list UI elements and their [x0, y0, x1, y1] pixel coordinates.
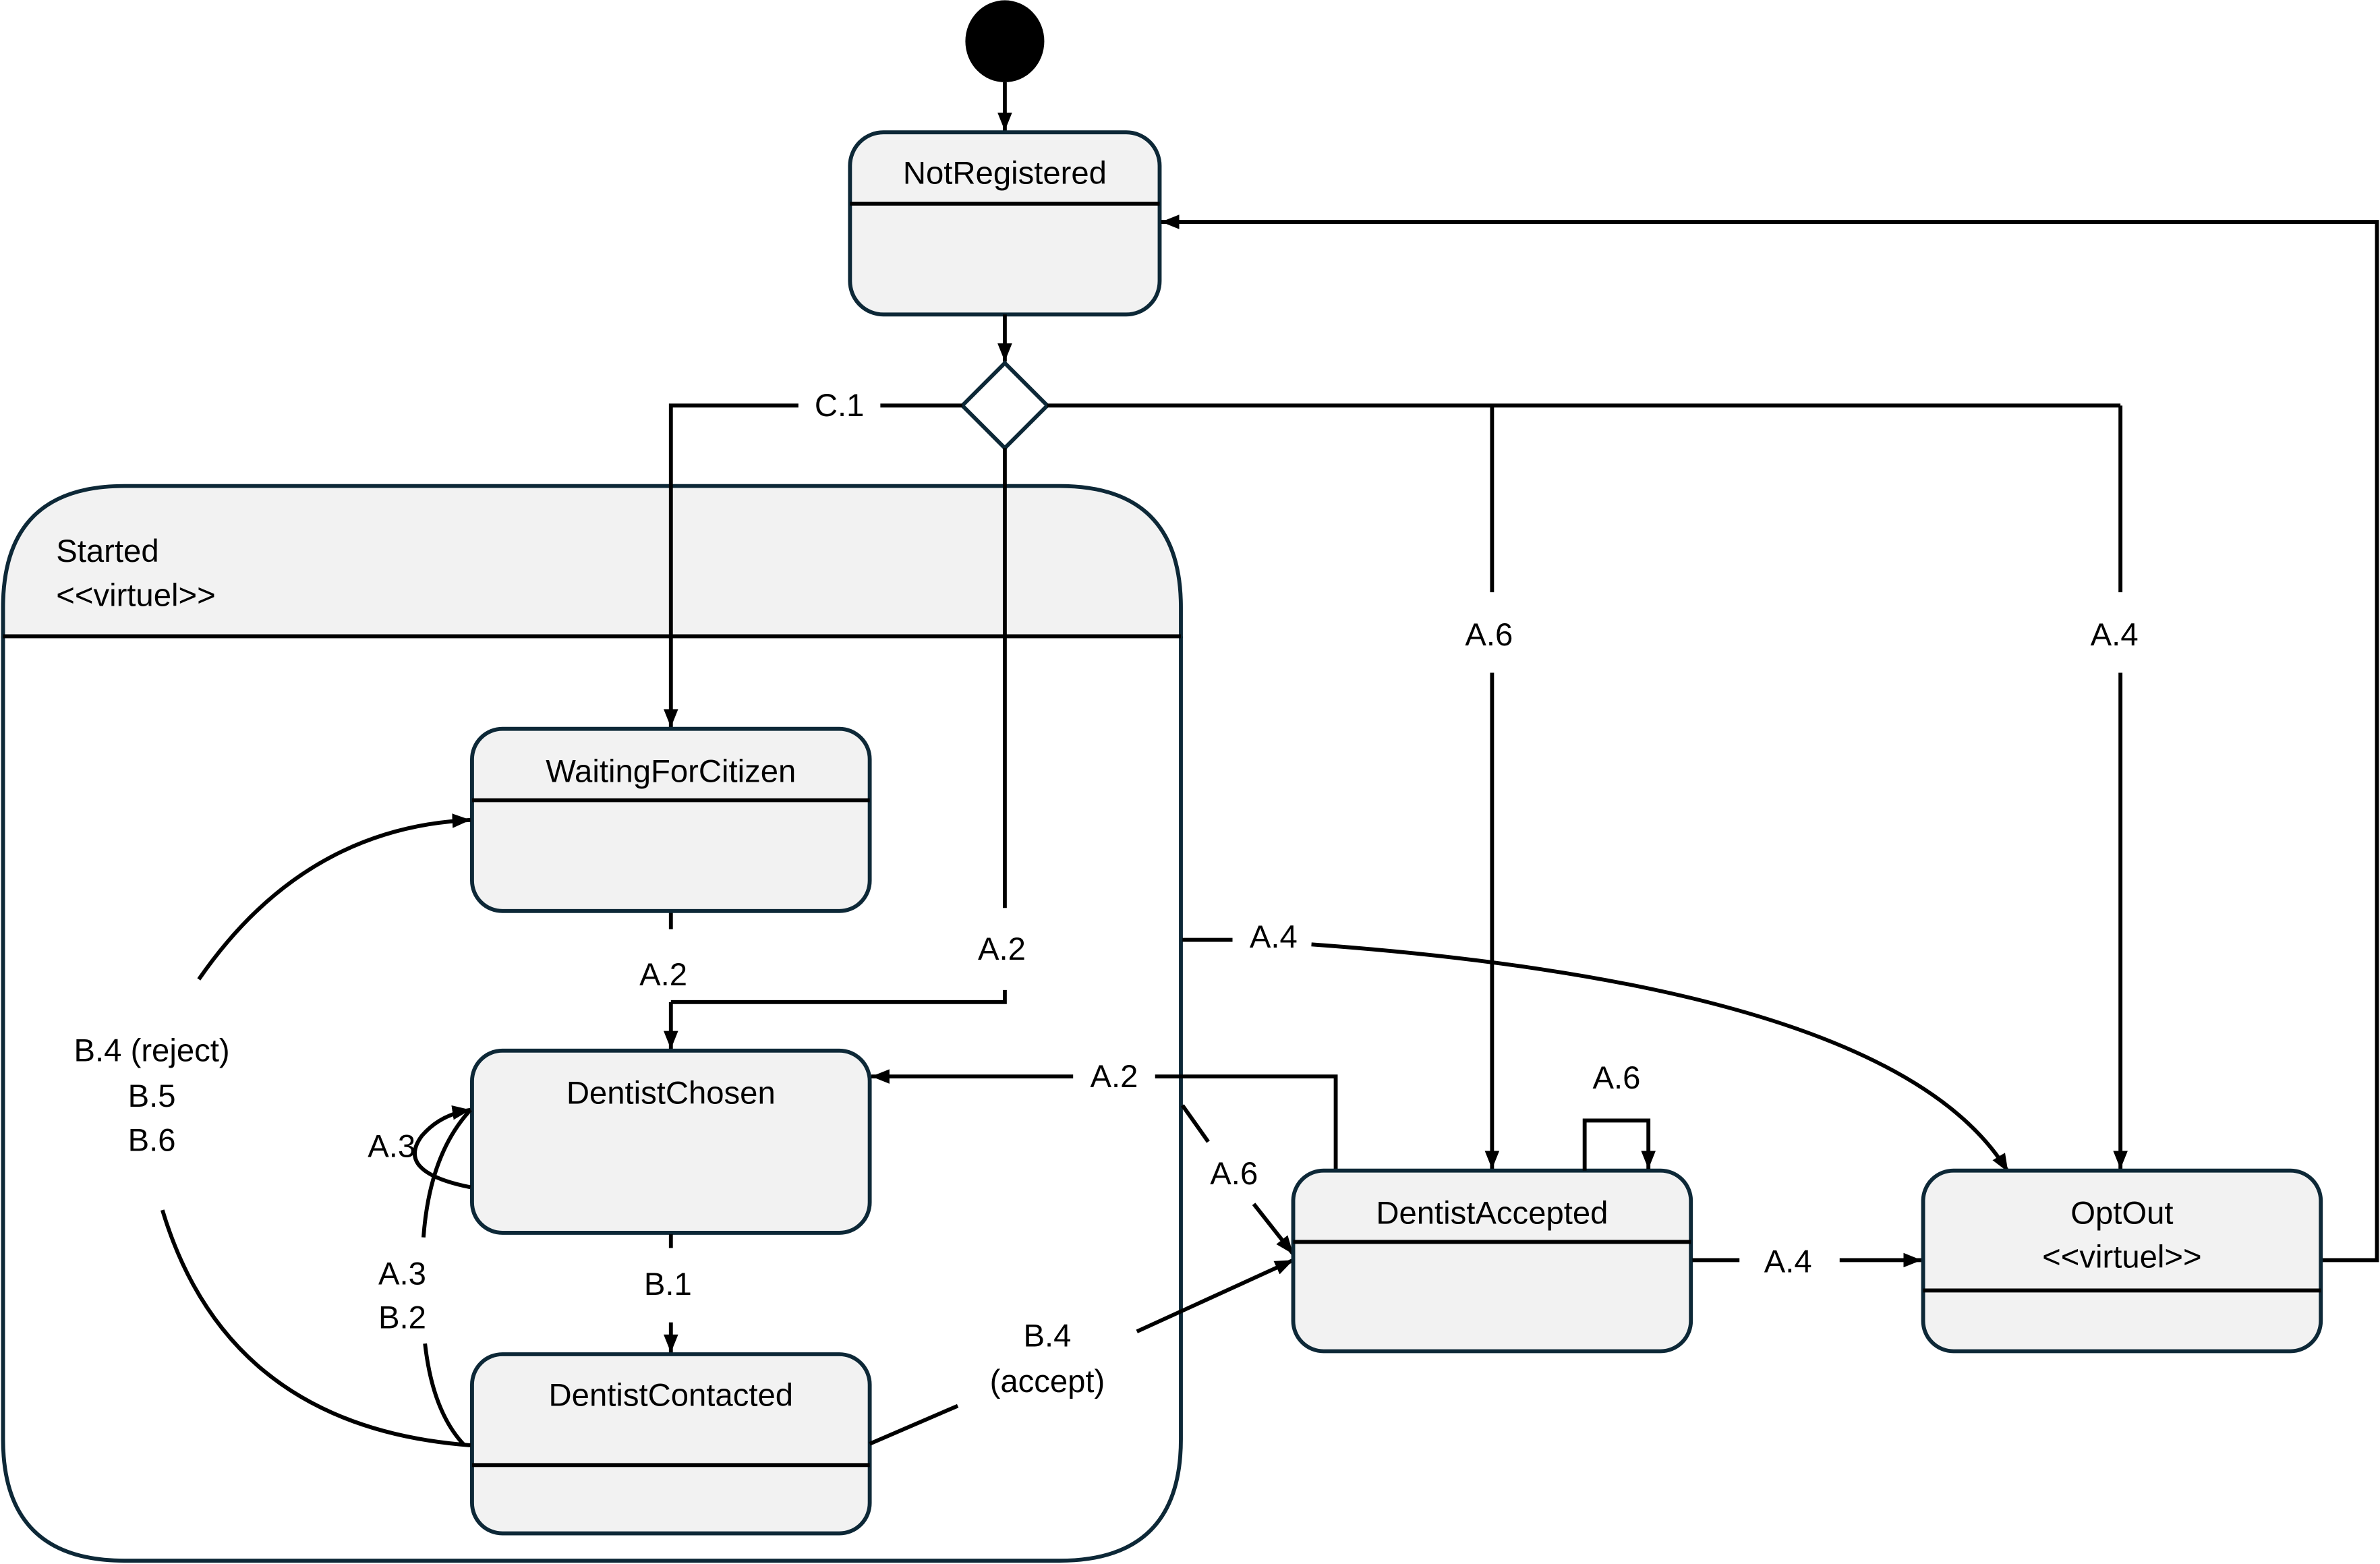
label-b1: B.1 — [644, 1267, 692, 1302]
edge-a2-choice-seg2 — [670, 989, 1007, 1004]
label-b2: B.2 — [378, 1300, 426, 1336]
edge-b4-accept — [1136, 1258, 1294, 1333]
label-a6-self: A.6 — [1592, 1060, 1640, 1096]
label-a3-self: A.3 — [368, 1128, 415, 1164]
state-stereotype: <<virtuel>> — [2042, 1240, 2201, 1275]
edge-b4-reject-upper — [197, 813, 471, 981]
edge-a3-b2-upper — [422, 1108, 472, 1238]
edge-a4-started — [1311, 942, 2010, 1174]
label-a4-accepted: A.4 — [1764, 1244, 1812, 1279]
state-not-registered[interactable]: NotRegistered — [848, 130, 1162, 317]
state-dentist-accepted[interactable]: DentistAccepted — [1291, 1168, 1693, 1354]
label-b5: B.5 — [128, 1078, 176, 1114]
edge-a3-b2-lower — [423, 1343, 466, 1447]
state-name: NotRegistered — [903, 156, 1107, 192]
edge-optout-to-notregistered — [1161, 214, 2379, 1263]
state-opt-out[interactable]: OptOut <<virtuel>> — [1921, 1168, 2323, 1354]
edge-b4-reject-lower — [161, 1209, 471, 1447]
started-name: Started — [56, 533, 158, 569]
label-a3: A.3 — [378, 1256, 426, 1292]
edge-c1 — [663, 403, 799, 728]
edge-b4-accept-seg1 — [869, 1403, 959, 1446]
label-a4-choice: A.4 — [2091, 617, 2139, 653]
label-a2-waiting: A.2 — [639, 957, 687, 993]
label-b6: B.6 — [128, 1122, 176, 1158]
label-b4-accept: B.4 — [1023, 1319, 1071, 1354]
label-b4-reject: B.4 (reject) — [74, 1033, 230, 1069]
edge-a2-accepted-seg1 — [1155, 1074, 1338, 1171]
edge-a6-self — [1582, 1118, 1656, 1171]
label-a6-choice: A.6 — [1465, 617, 1513, 653]
state-waiting-for-citizen[interactable]: WaitingForCitizen — [470, 726, 872, 913]
label-a6-started: A.6 — [1210, 1156, 1258, 1192]
state-name: OptOut — [2070, 1195, 2173, 1231]
label-a2-accepted: A.2 — [1091, 1059, 1138, 1095]
edge-a6-started — [1252, 1203, 1295, 1256]
state-dentist-chosen[interactable]: DentistChosen — [470, 1048, 872, 1235]
edge-a3-self — [413, 1105, 471, 1190]
edge-a6-started-seg1 — [1180, 1104, 1210, 1143]
state-name: DentistAccepted — [1376, 1195, 1608, 1231]
state-name: WaitingForCitizen — [546, 754, 796, 790]
label-c1: C.1 — [815, 388, 865, 424]
label-a4-started: A.4 — [1250, 919, 1298, 955]
state-name: DentistChosen — [567, 1076, 776, 1111]
started-stereotype: <<virtuel>> — [56, 577, 215, 613]
label-a2-choice: A.2 — [978, 931, 1026, 967]
choice-node — [959, 360, 1051, 451]
initial-node — [965, 0, 1045, 82]
label-accept: (accept) — [990, 1364, 1105, 1399]
state-dentist-contacted[interactable]: DentistContacted — [470, 1352, 872, 1536]
state-name: DentistContacted — [549, 1378, 793, 1414]
